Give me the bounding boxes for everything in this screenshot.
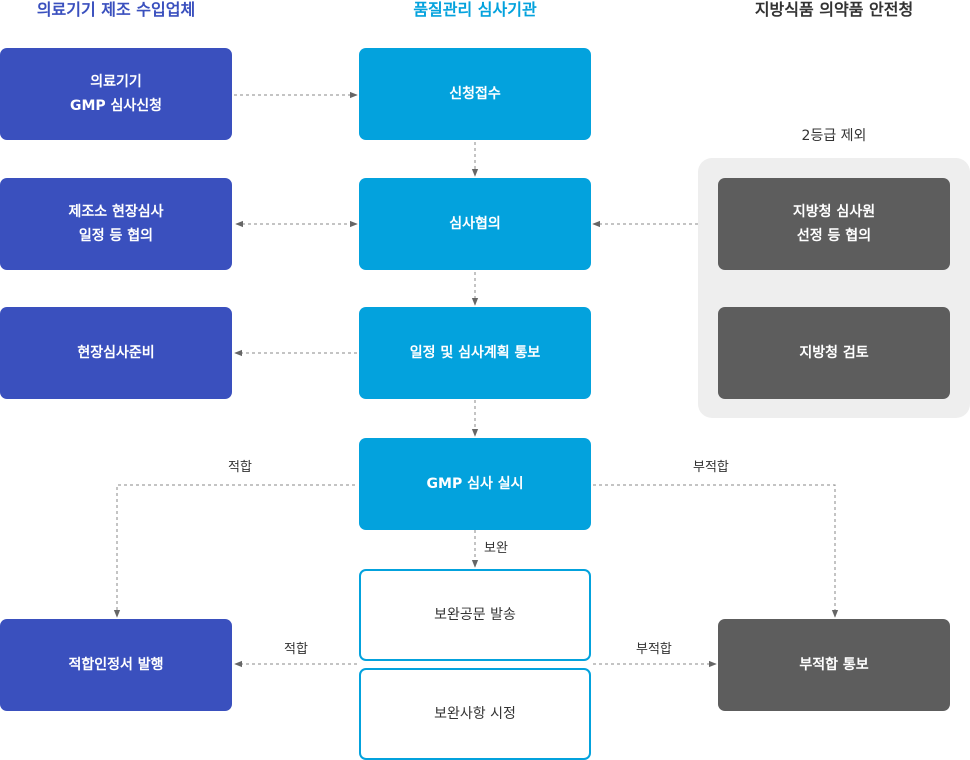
edge-label-audit-conform: 적합 <box>228 460 252 475</box>
node-site-prep: 현장심사준비 <box>0 307 232 399</box>
panel-label-grade2-excluded: 2등급 제외 <box>801 128 867 144</box>
node-regional-review: 지방청 검토 <box>718 307 950 399</box>
edge-label-audit-nonconform: 부적합 <box>693 460 729 475</box>
edge-label-supplement-nonconform: 부적합 <box>636 642 672 657</box>
node-gmp-apply: 의료기기 GMP 심사신청 <box>0 48 232 140</box>
node-auditor-select: 지방청 심사원 선정 등 협의 <box>718 178 950 270</box>
node-supplement-fix: 보완사항 시정 <box>359 668 591 760</box>
arrow-audit-nonconform <box>593 484 839 618</box>
arrow-audit-conform <box>113 484 355 618</box>
column-title-regional: 지방식품 의약품 안전청 <box>754 0 914 19</box>
node-nonconform-notice: 부적합 통보 <box>718 619 950 711</box>
node-gmp-audit: GMP 심사 실시 <box>359 438 591 530</box>
edge-label-supplement-conform: 적합 <box>284 642 308 657</box>
edge-label-supplement: 보완 <box>484 541 508 556</box>
node-schedule-site: 제조소 현장심사 일정 등 협의 <box>0 178 232 270</box>
node-certificate: 적합인정서 발행 <box>0 619 232 711</box>
node-receipt: 신청접수 <box>359 48 591 140</box>
node-notice-plan: 일정 및 심사계획 통보 <box>359 307 591 399</box>
column-title-manufacturer: 의료기기 제조 수입업체 <box>36 0 196 19</box>
node-consult: 심사협의 <box>359 178 591 270</box>
node-supplement-doc: 보완공문 발송 <box>359 569 591 661</box>
column-title-agency: 품질관리 심사기관 <box>413 0 537 19</box>
